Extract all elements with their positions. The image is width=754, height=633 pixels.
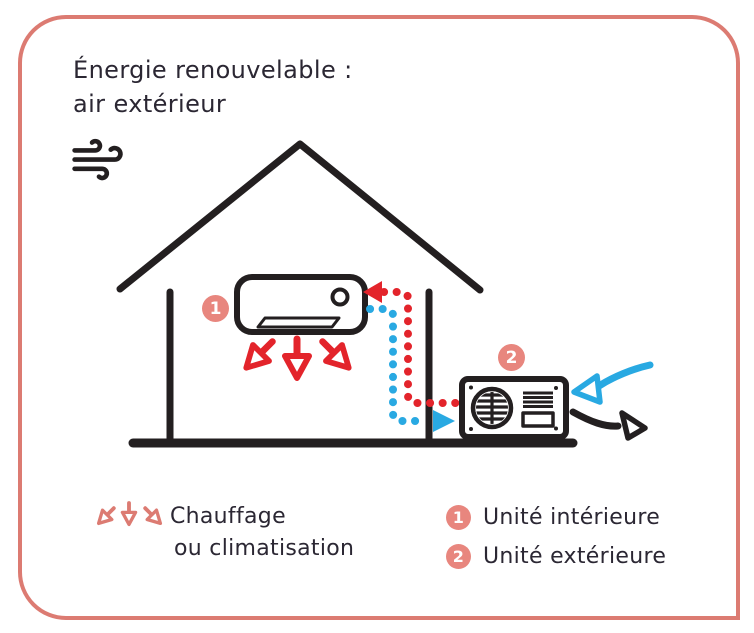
indoor-unit-badge: 1 [202,295,229,322]
legend-badge-1: 1 [446,505,471,530]
legend-label-indoor: Unité intérieure [483,505,661,530]
black-air-out-arrow [569,408,648,441]
blue-air-in-arrow [571,361,654,405]
wind-icon [72,138,123,181]
heating-legend-line-1: Chauffage [170,504,286,529]
indoor-unit-indicator [330,287,350,307]
blue-dotted-refrigerant-line [366,305,455,432]
indoor-unit-icon [234,274,368,335]
page-title: Énergie renouvelable : air extérieur [73,53,353,121]
outdoor-unit-vents [523,391,553,408]
title-line-1: Énergie renouvelable : [73,56,353,84]
red-arrowhead [363,281,382,303]
legend-item-outdoor-unit: 2 Unité extérieure [446,544,666,569]
outdoor-unit-panel [521,411,555,428]
outdoor-unit-icon [459,376,569,443]
legend-item-indoor-unit: 1 Unité intérieure [446,505,660,530]
outdoor-unit-screws [469,385,558,431]
title-line-2: air extérieur [73,90,227,118]
house-outline [116,140,578,448]
red-dotted-refrigerant-line [363,281,462,407]
small-red-down-arrows-icon [92,501,167,530]
outdoor-unit-badge: 2 [498,344,525,371]
red-heat-flow-arrows [238,334,357,378]
outdoor-unit-feet [472,436,552,443]
legend-label-outdoor: Unité extérieure [483,544,667,569]
indoor-unit-vent [256,316,341,329]
blue-arrowhead [433,410,455,432]
house-roof [116,140,484,294]
rounded-card-border [18,15,740,620]
legend-badge-2: 2 [446,544,471,569]
heating-legend-line-2: ou climatisation [174,536,355,561]
heating-cooling-legend: Chauffage ou climatisation [170,501,354,565]
